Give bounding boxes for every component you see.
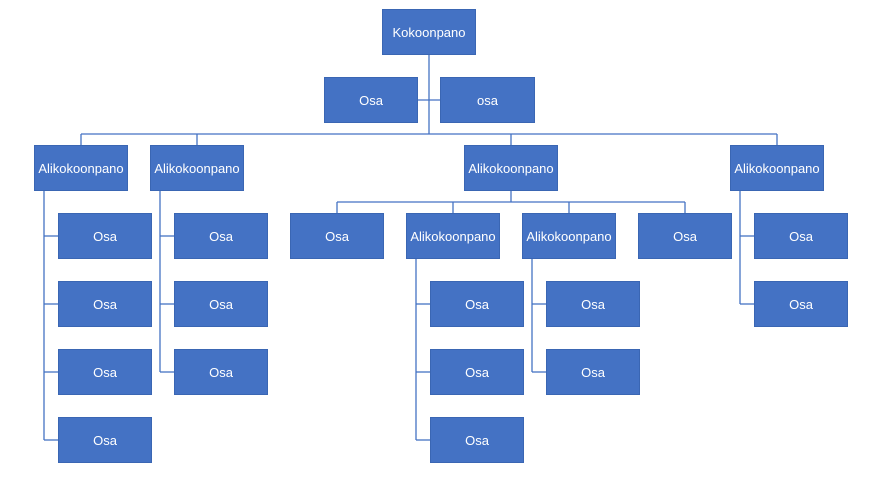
assistant-node[interactable]: Osa — [324, 77, 418, 123]
subassembly-node[interactable]: Alikokoonpano — [34, 145, 128, 191]
subassembly-node[interactable]: Alikokoonpano — [406, 213, 500, 259]
part-node[interactable]: Osa — [430, 281, 524, 327]
subassembly-node[interactable]: Alikokoonpano — [730, 145, 824, 191]
subassembly-node[interactable]: Alikokoonpano — [150, 145, 244, 191]
part-node[interactable]: Osa — [58, 213, 152, 259]
assistant-node[interactable]: osa — [440, 77, 535, 123]
subassembly-node[interactable]: Alikokoonpano — [522, 213, 616, 259]
root-node[interactable]: Kokoonpano — [382, 9, 476, 55]
part-node[interactable]: Osa — [754, 213, 848, 259]
part-node[interactable]: Osa — [58, 417, 152, 463]
subassembly-node[interactable]: Alikokoonpano — [464, 145, 558, 191]
part-node[interactable]: Osa — [174, 213, 268, 259]
part-node[interactable]: Osa — [58, 281, 152, 327]
part-node[interactable]: Osa — [430, 417, 524, 463]
part-node[interactable]: Osa — [430, 349, 524, 395]
part-node[interactable]: Osa — [58, 349, 152, 395]
part-node[interactable]: Osa — [638, 213, 732, 259]
part-node[interactable]: Osa — [546, 281, 640, 327]
part-node[interactable]: Osa — [290, 213, 384, 259]
part-node[interactable]: Osa — [546, 349, 640, 395]
part-node[interactable]: Osa — [174, 349, 268, 395]
part-node[interactable]: Osa — [174, 281, 268, 327]
part-node[interactable]: Osa — [754, 281, 848, 327]
